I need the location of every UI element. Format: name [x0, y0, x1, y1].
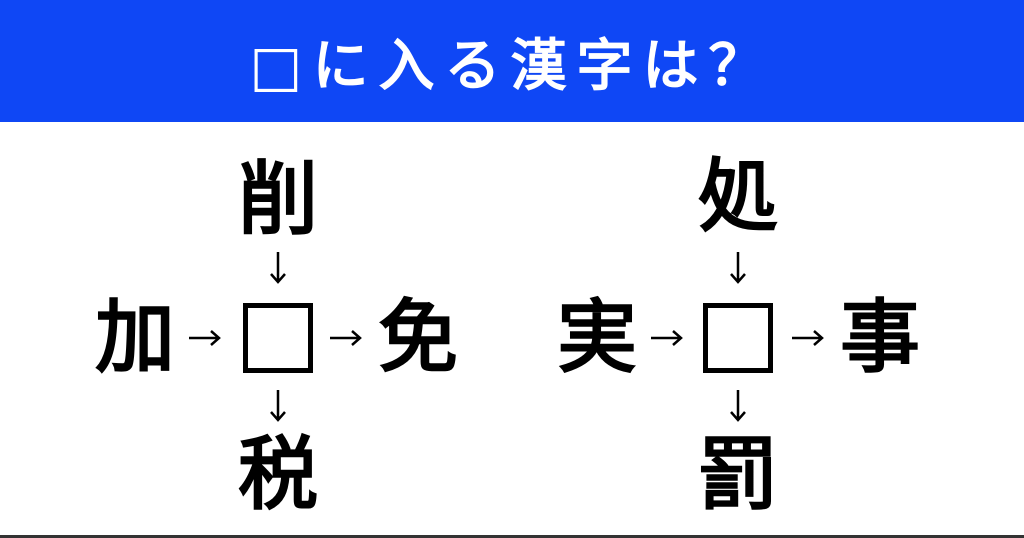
header-banner: □に入る漢字は？	[0, 0, 1024, 122]
blank-box	[703, 303, 773, 373]
down-arrow-icon	[730, 390, 746, 422]
left-kanji: 加	[95, 291, 175, 384]
bottom-divider	[0, 535, 1024, 538]
top-kanji: 処	[698, 150, 778, 243]
bottom-kanji: 税	[238, 428, 318, 521]
right-arrow-icon	[792, 330, 824, 346]
right-kanji: 事	[840, 291, 920, 384]
blank-box	[243, 303, 313, 373]
question-title: □に入る漢字は？	[249, 33, 775, 99]
left-kanji: 実	[557, 291, 637, 384]
right-arrow-icon	[330, 330, 362, 346]
down-arrow-icon	[730, 252, 746, 284]
bottom-kanji: 罰	[698, 428, 778, 521]
down-arrow-icon	[270, 252, 286, 284]
down-arrow-icon	[270, 390, 286, 422]
right-arrow-icon	[189, 330, 221, 346]
right-kanji: 免	[378, 291, 458, 384]
top-kanji: 削	[238, 153, 318, 246]
right-arrow-icon	[651, 330, 683, 346]
